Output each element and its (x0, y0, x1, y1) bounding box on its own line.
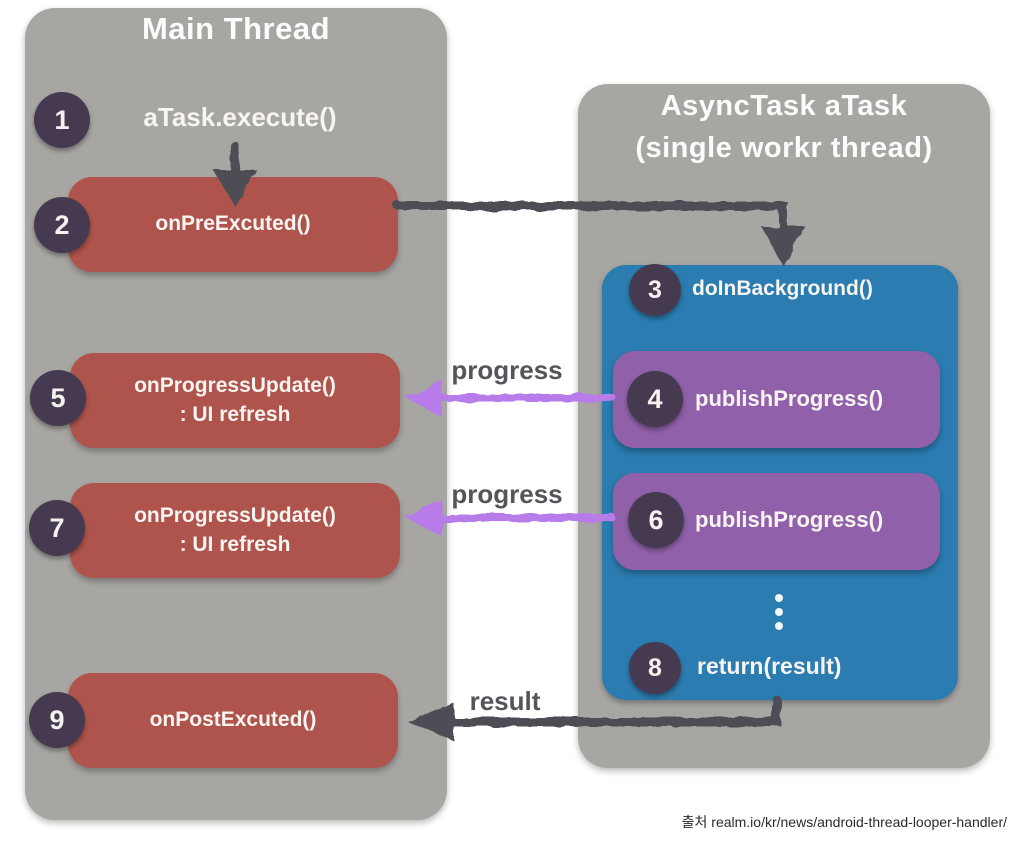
return-result-label: return(result) (697, 653, 842, 679)
publishprogress-label-2: publishProgress() (695, 507, 884, 532)
step-number-1: 1 (54, 104, 70, 135)
ui-refresh-label-1: : UI refresh (179, 402, 291, 426)
step-circle-9: 9 (29, 692, 85, 748)
step-circle-8: 8 (629, 642, 681, 694)
onpreexcuted-box: onPreExcuted() (68, 177, 398, 272)
step-circle-6: 6 (628, 492, 684, 548)
progress-label-bottom: progress (451, 479, 563, 509)
step-circle-7: 7 (29, 500, 85, 556)
publishprogress-label-1: publishProgress() (695, 386, 884, 411)
doinbackground-label: doInBackground() (692, 277, 873, 300)
step-number-6: 6 (648, 504, 664, 535)
main-thread-title: Main Thread (141, 11, 331, 46)
progress-label-top: progress (451, 355, 563, 385)
step-circle-1: 1 (34, 92, 90, 148)
onprogressupdate-box-1: onProgressUpdate() : UI refresh (70, 353, 400, 448)
onprogressupdate-box-2: onProgressUpdate() : UI refresh (70, 483, 400, 578)
step-number-9: 9 (49, 704, 65, 735)
step-number-7: 7 (49, 512, 65, 543)
onpostexcuted-label: onPostExcuted() (149, 708, 317, 732)
step-circle-5: 5 (30, 370, 86, 426)
step-number-3: 3 (648, 275, 662, 304)
onprogressupdate-label-2: onProgressUpdate() (134, 504, 336, 528)
step-number-5: 5 (50, 382, 66, 413)
step-number-2: 2 (54, 209, 70, 240)
source-credit: 출처 realm.io/kr/news/android-thread-loope… (681, 814, 1007, 830)
step-circle-2: 2 (34, 197, 90, 253)
step-circle-3: 3 (629, 264, 681, 316)
onpostexcuted-box: onPostExcuted() (68, 673, 398, 768)
step-number-4: 4 (647, 383, 663, 414)
onpreexcuted-label: onPreExcuted() (155, 212, 311, 236)
onprogressupdate-label-1: onProgressUpdate() (134, 374, 336, 398)
result-label: result (469, 686, 541, 716)
asynctask-title-line1: AsyncTask aTask (660, 90, 908, 122)
atask-execute-label: aTask.execute() (143, 102, 337, 132)
asynctask-title-line2: (single workr thread) (635, 132, 933, 164)
ui-refresh-label-2: : UI refresh (179, 532, 291, 556)
step-number-8: 8 (648, 653, 662, 682)
step-circle-4: 4 (627, 371, 683, 427)
